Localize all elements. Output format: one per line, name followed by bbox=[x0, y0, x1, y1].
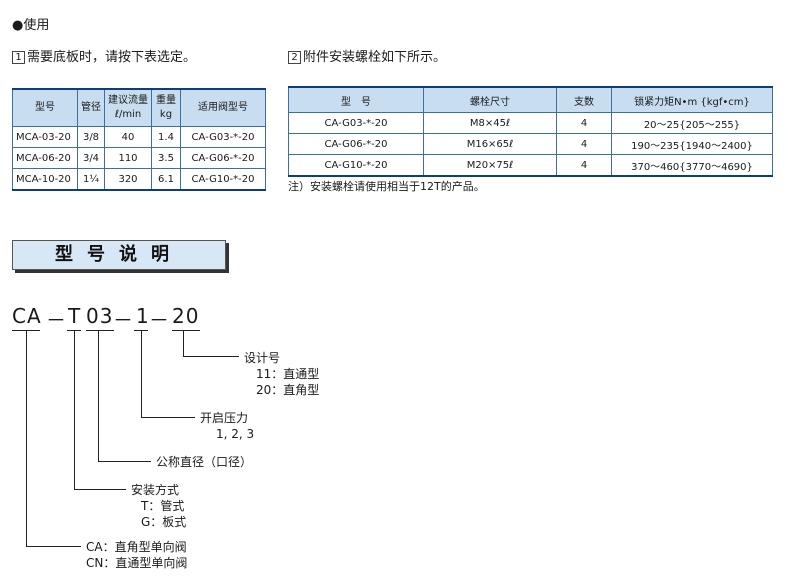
code-part-size: 03 bbox=[86, 304, 114, 328]
leader-line bbox=[26, 546, 81, 547]
table-cell: 3.5 bbox=[151, 147, 181, 169]
table-header-cell: 螺栓尺寸 bbox=[423, 86, 557, 113]
cracking-pressure-label: 开启压力 1, 2, 3 bbox=[200, 411, 255, 441]
table-header-cell: 型 号 bbox=[288, 86, 424, 113]
table-header-row: 型 号 螺栓尺寸 支数 锁紧力矩N•m {kgf•cm} bbox=[288, 86, 773, 113]
leader-line bbox=[141, 417, 195, 418]
table-cell: CA-G03-*-20 bbox=[180, 126, 266, 148]
usage-heading: ●使用 bbox=[12, 18, 50, 33]
table-cell: CA-G10-*-20 bbox=[180, 168, 266, 191]
table-cell: MCA-06-20 bbox=[12, 147, 78, 169]
leader-line bbox=[74, 489, 126, 490]
code-part-series: CA bbox=[12, 304, 42, 328]
table-cell: 320 bbox=[104, 168, 152, 191]
table-cell: 370～460{3770～4690} bbox=[611, 154, 773, 177]
table-cell: CA-G10-*-20 bbox=[288, 154, 424, 177]
section1-title: 需要底板时，请按下表选定。 bbox=[27, 50, 197, 65]
table-row: MCA-10-20 1¼ 320 6.1 CA-G10-*-20 bbox=[12, 168, 266, 191]
table-cell: CA-G03-*-20 bbox=[288, 112, 424, 134]
table-cell: 1.4 bbox=[151, 126, 181, 148]
code-underline bbox=[12, 330, 40, 331]
table-cell: CA-G06-*-20 bbox=[180, 147, 266, 169]
bolt-note: 注）安装螺栓请使用相当于12T的产品。 bbox=[288, 180, 485, 193]
mounting-label: 安装方式 T：管式 G：板式 bbox=[131, 483, 187, 529]
valve-type-label: CA：直角型单向阀 CN：直通型单向阀 bbox=[86, 540, 188, 570]
table-cell: MCA-10-20 bbox=[12, 168, 78, 191]
design-number-label: 设计号 11：直通型 20：直角型 bbox=[244, 351, 320, 397]
table-cell: 3/4 bbox=[77, 147, 105, 169]
table-cell: 4 bbox=[556, 154, 612, 177]
table-cell: CA-G06-*-20 bbox=[288, 133, 424, 155]
table-header-cell: 型号 bbox=[12, 88, 78, 127]
code-underline bbox=[67, 330, 81, 331]
table-cell: 4 bbox=[556, 133, 612, 155]
table-header-cell: 适用阀型号 bbox=[180, 88, 266, 127]
leader-line bbox=[98, 461, 151, 462]
code-underline bbox=[134, 330, 148, 331]
code-dash: － bbox=[113, 308, 134, 332]
table-cell: 20～25{205～255} bbox=[611, 112, 773, 134]
table-cell: MCA-03-20 bbox=[12, 126, 78, 148]
table-header-cell: 支数 bbox=[556, 86, 612, 113]
code-underline bbox=[86, 330, 114, 331]
nominal-size-label: 公称直径（口径） bbox=[156, 455, 253, 469]
section2-title: 附件安装螺栓如下所示。 bbox=[303, 50, 447, 65]
table-cell: M8×45ℓ bbox=[423, 112, 557, 134]
table-row: CA-G10-*-20 M20×75ℓ 4 370～460{3770～4690} bbox=[288, 154, 773, 177]
table-row: CA-G06-*-20 M16×65ℓ 4 190～235{1940～2400} bbox=[288, 133, 773, 155]
table-row: MCA-03-20 3/8 40 1.4 CA-G03-*-20 bbox=[12, 126, 266, 148]
table-cell: 110 bbox=[104, 147, 152, 169]
leader-line bbox=[183, 331, 184, 356]
leader-line bbox=[26, 331, 27, 546]
table-header-cell: 锁紧力矩N•m {kgf•cm} bbox=[611, 86, 773, 113]
table-cell: 6.1 bbox=[151, 168, 181, 191]
table-header-cell: 管径 bbox=[77, 88, 105, 127]
leader-line bbox=[141, 331, 142, 417]
code-part-design: 20 bbox=[172, 304, 200, 328]
table-cell: 1¼ bbox=[77, 168, 105, 191]
code-part-pressure: 1 bbox=[136, 304, 150, 328]
code-underline bbox=[172, 330, 200, 331]
leader-line bbox=[98, 331, 99, 461]
bolt-table: 型 号 螺栓尺寸 支数 锁紧力矩N•m {kgf•cm} CA-G03-*-20… bbox=[288, 86, 773, 177]
section2-number: 2 bbox=[288, 51, 301, 64]
model-explanation-banner: 型号说明 bbox=[12, 240, 226, 270]
table-cell: M20×75ℓ bbox=[423, 154, 557, 177]
table-cell: 3/8 bbox=[77, 126, 105, 148]
table-row: MCA-06-20 3/4 110 3.5 CA-G06-*-20 bbox=[12, 147, 266, 169]
table-cell: M16×65ℓ bbox=[423, 133, 557, 155]
code-part-mount: T bbox=[68, 304, 82, 328]
table-row: CA-G03-*-20 M8×45ℓ 4 20～25{205～255} bbox=[288, 112, 773, 134]
table-cell: 40 bbox=[104, 126, 152, 148]
leader-line bbox=[183, 356, 239, 357]
leader-line bbox=[74, 331, 75, 489]
section1-number: 1 bbox=[12, 51, 25, 64]
code-dash: － bbox=[46, 308, 67, 332]
code-dash: － bbox=[149, 308, 170, 332]
table-cell: 4 bbox=[556, 112, 612, 134]
table-cell: 190～235{1940～2400} bbox=[611, 133, 773, 155]
